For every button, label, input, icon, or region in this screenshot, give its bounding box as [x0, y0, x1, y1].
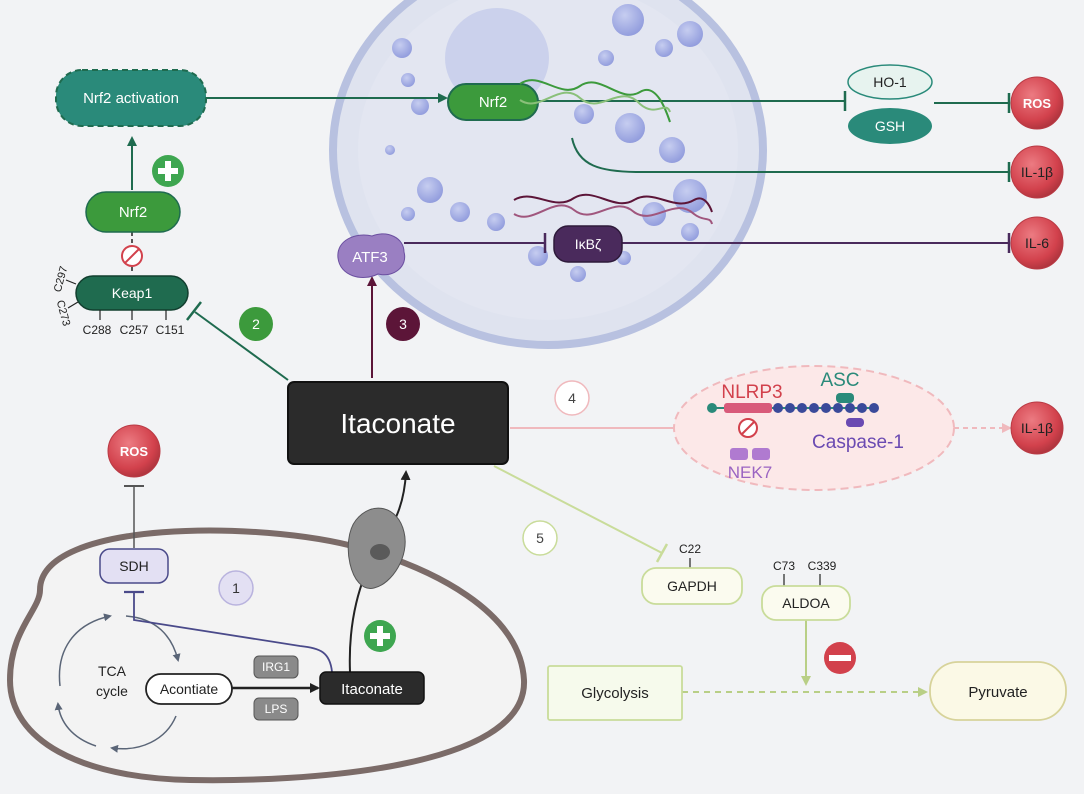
step-badge-3: 3 — [386, 307, 420, 341]
plus-icon — [152, 155, 184, 187]
ikbz-label: IκBζ — [575, 236, 601, 252]
ros-top-node: ROS — [1010, 76, 1064, 130]
step-badge-1: 1 — [218, 570, 254, 606]
nek7-label: NEK7 — [728, 463, 772, 482]
c73-label: C73 — [773, 559, 795, 573]
svg-text:4: 4 — [568, 390, 576, 406]
keap1-node: Keap1 C297 C273 C288 C257 C151 — [52, 265, 189, 337]
ho1-label: HO-1 — [873, 74, 907, 90]
ikbz-node: IκBζ — [553, 225, 623, 263]
caspase1-label: Caspase-1 — [812, 432, 904, 453]
dna-helix-purple — [513, 193, 713, 225]
c151-label: C151 — [156, 323, 185, 337]
irg1-badge: IRG1 — [253, 655, 299, 679]
il6-node: IL-6 — [1010, 216, 1064, 270]
c257-label: C257 — [120, 323, 149, 337]
acontiate-node: Acontiate — [145, 673, 233, 705]
pyruvate-node: Pyruvate — [929, 661, 1067, 721]
nrf2-activation-node: Nrf2 activation — [55, 69, 207, 127]
c273-label: C273 — [54, 299, 72, 328]
nrf2-nucleus-node: Nrf2 — [447, 83, 539, 121]
nrf2-node: Nrf2 — [85, 191, 181, 233]
c288-label: C288 — [83, 323, 112, 337]
gsh-node: GSH — [848, 108, 932, 144]
sdh-label: SDH — [119, 558, 149, 574]
il1b-top-node: IL-1β — [1010, 145, 1064, 199]
aldoa-node: C73 C339 ALDOA — [761, 559, 851, 621]
il1b-top-label: IL-1β — [1021, 164, 1053, 180]
ros-top-label: ROS — [1023, 96, 1052, 111]
acontiate-label: Acontiate — [160, 681, 219, 697]
il1b-right-node: IL-1β — [1010, 401, 1064, 455]
il1b-right-label: IL-1β — [1021, 420, 1053, 436]
ros-left-label: ROS — [120, 444, 149, 459]
nrf2-activation-label: Nrf2 activation — [83, 90, 179, 107]
plus-mito-icon — [364, 620, 396, 652]
cycle-label: cycle — [96, 683, 128, 699]
nrf2-label: Nrf2 — [119, 204, 147, 221]
nlrp3-label: NLRP3 — [721, 382, 782, 403]
gsh-label: GSH — [875, 118, 905, 134]
transporter-icon — [347, 507, 406, 589]
atf3-label: ATF3 — [352, 249, 388, 266]
itaconate-main-node: Itaconate — [287, 381, 509, 465]
atf3-node: ATF3 — [337, 233, 406, 278]
svg-text:2: 2 — [252, 316, 260, 332]
aldoa-label: ALDOA — [782, 595, 830, 611]
irg1-label: IRG1 — [262, 660, 290, 674]
lps-badge: LPS — [253, 697, 299, 721]
minus-icon — [824, 642, 856, 674]
step-badge-4: 4 — [554, 380, 590, 416]
c297-label: C297 — [52, 265, 70, 294]
keap1-label: Keap1 — [112, 285, 153, 301]
asc-label: ASC — [820, 370, 859, 391]
il6-label: IL-6 — [1025, 235, 1049, 251]
lps-label: LPS — [265, 702, 288, 716]
ho1-node: HO-1 — [847, 64, 933, 100]
sdh-node: SDH — [99, 548, 169, 584]
gapdh-node: C22 GAPDH — [641, 542, 743, 605]
nucleus-region — [329, 0, 767, 349]
step-badge-5: 5 — [522, 520, 558, 556]
itaconate-mito-node: Itaconate — [319, 671, 425, 705]
gapdh-label: GAPDH — [667, 578, 717, 594]
c22-label: C22 — [679, 542, 701, 556]
tca-label: TCA — [98, 663, 127, 679]
svg-text:3: 3 — [399, 316, 407, 332]
nrf2-nucleus-label: Nrf2 — [479, 94, 507, 111]
itaconate-main-label: Itaconate — [340, 408, 455, 439]
glycolysis-node: Glycolysis — [547, 665, 683, 721]
pyruvate-label: Pyruvate — [968, 684, 1027, 701]
step-badge-2: 2 — [239, 307, 273, 341]
itaconate-mito-label: Itaconate — [341, 681, 403, 698]
ros-left-node: ROS — [107, 424, 161, 478]
inflammasome-group: NLRP3 ASC NEK7 Caspase-1 — [673, 365, 955, 491]
dna-helix-green — [519, 79, 671, 123]
glycolysis-label: Glycolysis — [581, 685, 649, 702]
svg-text:1: 1 — [232, 580, 240, 596]
no-binding-icon — [121, 245, 143, 267]
svg-text:5: 5 — [536, 530, 544, 546]
c339-label: C339 — [808, 559, 837, 573]
